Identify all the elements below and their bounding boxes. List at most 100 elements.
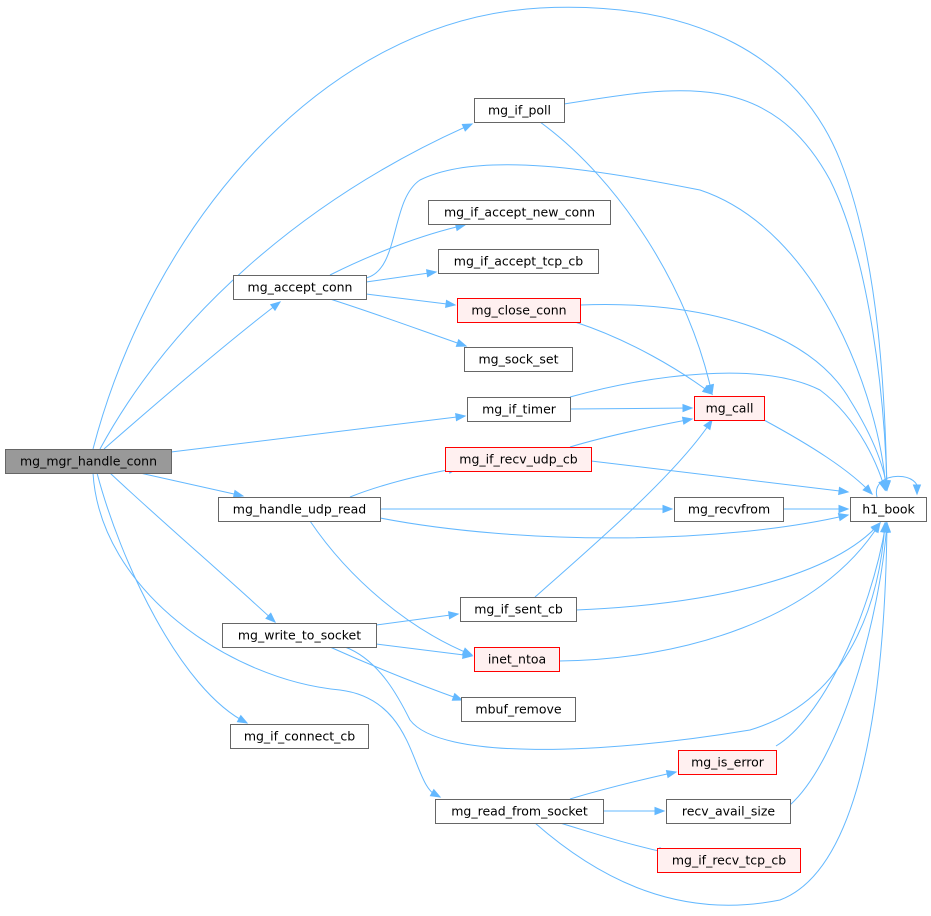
node-mg_if_timer[interactable]: mg_if_timer bbox=[467, 397, 571, 422]
edge-arrowhead-mg_write_to_socket-to-mbuf_remove bbox=[451, 692, 464, 701]
node-box-mg_if_poll[interactable] bbox=[474, 98, 565, 123]
node-h1_book[interactable]: h1_book bbox=[850, 497, 927, 522]
node-mg_if_connect_cb[interactable]: mg_if_connect_cb bbox=[230, 724, 369, 749]
edge-mg_handle_udp_read-to-mg_recvfrom bbox=[380, 504, 674, 514]
node-mg_is_error[interactable]: mg_is_error bbox=[678, 750, 777, 775]
edge-mg_write_to_socket-to-h1_book bbox=[344, 521, 889, 750]
edge-line-mg_accept_conn-to-mg_sock_set bbox=[329, 298, 467, 347]
edge-arrowhead-mg_mgr_handle_conn-to-mg_write_to_socket bbox=[265, 612, 277, 623]
node-box-mg_if_timer[interactable] bbox=[467, 397, 571, 422]
node-box-h1_book[interactable] bbox=[850, 497, 927, 522]
edge-mg_write_to_socket-to-mg_if_sent_cb bbox=[375, 611, 460, 626]
node-box-mg_if_sent_cb[interactable] bbox=[460, 597, 577, 622]
edge-line-mg_write_to_socket-to-mbuf_remove bbox=[329, 646, 463, 701]
node-box-mg_mgr_handle_conn[interactable] bbox=[5, 449, 172, 474]
edge-line-mg_mgr_handle_conn-to-mg_if_poll bbox=[99, 123, 473, 450]
node-box-mg_sock_set[interactable] bbox=[464, 347, 573, 372]
node-box-mg_read_from_socket[interactable] bbox=[435, 799, 604, 824]
edge-mg_mgr_handle_conn-to-mg_if_connect_cb bbox=[96, 472, 249, 724]
node-inet_ntoa[interactable]: inet_ntoa bbox=[474, 647, 560, 672]
node-label-mg_sock_set: mg_sock_set bbox=[479, 352, 559, 367]
node-mbuf_remove[interactable]: mbuf_remove bbox=[461, 697, 576, 722]
node-label-mbuf_remove: mbuf_remove bbox=[475, 702, 561, 717]
node-box-mg_is_error[interactable] bbox=[678, 750, 777, 775]
edge-line-mg_mgr_handle_conn-to-mg_if_timer bbox=[170, 415, 466, 453]
edge-arrowhead-mg_accept_conn-to-mg_sock_set bbox=[455, 338, 468, 347]
edge-line-mg_handle_udp_read-to-mg_if_recv_udp_cb bbox=[349, 467, 459, 498]
node-label-mg_if_sent_cb: mg_if_sent_cb bbox=[474, 602, 563, 617]
node-label-inet_ntoa: inet_ntoa bbox=[488, 652, 546, 667]
node-box-mg_if_connect_cb[interactable] bbox=[230, 724, 369, 749]
edge-mg_handle_udp_read-to-h1_book bbox=[379, 512, 850, 539]
edge-mg_is_error-to-h1_book bbox=[775, 521, 889, 747]
node-mg_read_from_socket[interactable]: mg_read_from_socket bbox=[435, 799, 604, 824]
node-label-mg_accept_conn: mg_accept_conn bbox=[248, 280, 353, 295]
edge-mg_write_to_socket-to-inet_ntoa bbox=[375, 643, 474, 660]
node-mg_handle_udp_read[interactable]: mg_handle_udp_read bbox=[218, 497, 381, 522]
edge-arrowhead-mg_accept_conn-to-mg_close_conn bbox=[445, 299, 457, 309]
edge-line-mg_mgr_handle_conn-to-h1_book bbox=[92, 6, 888, 491]
edge-arrowhead-mg_if_recv_udp_cb-to-mg_call bbox=[681, 416, 694, 425]
edge-arrowhead-mg_accept_conn-to-mg_if_accept_tcp_cb bbox=[425, 269, 438, 278]
edge-arrowhead-mg_read_from_socket-to-mg_is_error bbox=[665, 769, 678, 779]
node-box-mg_handle_udp_read[interactable] bbox=[218, 497, 381, 522]
edge-arrowhead-h1_book-to-h1_book bbox=[912, 484, 922, 496]
edge-line-mg_mgr_handle_conn-to-mg_handle_udp_read bbox=[139, 472, 244, 497]
node-mg_recvfrom[interactable]: mg_recvfrom bbox=[674, 497, 784, 522]
node-recv_avail_size[interactable]: recv_avail_size bbox=[666, 799, 791, 824]
node-label-mg_if_accept_tcp_cb: mg_if_accept_tcp_cb bbox=[454, 254, 583, 269]
node-box-mg_accept_conn[interactable] bbox=[233, 275, 367, 300]
node-box-mg_if_recv_udp_cb[interactable] bbox=[445, 447, 592, 472]
edge-line-mg_write_to_socket-to-inet_ntoa bbox=[375, 643, 473, 657]
edge-mg_read_from_socket-to-recv_avail_size bbox=[603, 806, 666, 816]
edge-line-mg_handle_udp_read-to-h1_book bbox=[379, 514, 849, 539]
node-label-mg_mgr_handle_conn: mg_mgr_handle_conn bbox=[20, 454, 157, 469]
node-box-mg_if_accept_tcp_cb[interactable] bbox=[438, 249, 599, 274]
node-mg_if_recv_tcp_cb[interactable]: mg_if_recv_tcp_cb bbox=[657, 848, 801, 873]
edge-line-mg_if_timer-to-h1_book bbox=[569, 372, 886, 491]
edge-line-inet_ntoa-to-h1_book bbox=[558, 522, 881, 662]
edge-line-mg_accept_conn-to-mg_close_conn bbox=[365, 293, 456, 306]
edge-arrowhead-mg_close_conn-to-mg_call bbox=[701, 384, 714, 395]
node-mg_sock_set[interactable]: mg_sock_set bbox=[464, 347, 573, 372]
edge-line-mg_if_poll-to-h1_book bbox=[563, 90, 888, 491]
edge-mg_read_from_socket-to-h1_book bbox=[534, 521, 892, 906]
node-box-mg_recvfrom[interactable] bbox=[674, 497, 784, 522]
edge-recv_avail_size-to-h1_book bbox=[789, 521, 891, 806]
node-box-mg_write_to_socket[interactable] bbox=[222, 623, 377, 648]
edge-arrowhead-mg_mgr_handle_conn-to-mg_handle_udp_read bbox=[232, 489, 245, 499]
edge-mg_if_recv_udp_cb-to-h1_book bbox=[590, 460, 850, 496]
node-box-mg_close_conn[interactable] bbox=[457, 298, 581, 323]
node-mg_call[interactable]: mg_call bbox=[694, 396, 765, 421]
node-box-mg_if_accept_new_conn[interactable] bbox=[428, 200, 611, 225]
node-label-mg_call: mg_call bbox=[706, 401, 754, 416]
edge-line-mg_mgr_handle_conn-to-mg_if_connect_cb bbox=[96, 472, 248, 724]
node-box-mg_call[interactable] bbox=[694, 396, 765, 421]
node-label-mg_close_conn: mg_close_conn bbox=[471, 303, 566, 318]
edge-mg_mgr_handle_conn-to-mg_if_timer bbox=[170, 412, 467, 453]
edge-arrowhead-recv_avail_size-to-h1_book bbox=[882, 521, 891, 533]
node-box-mbuf_remove[interactable] bbox=[461, 697, 576, 722]
node-mg_if_sent_cb[interactable]: mg_if_sent_cb bbox=[460, 597, 577, 622]
node-label-mg_if_timer: mg_if_timer bbox=[482, 402, 557, 417]
node-label-mg_read_from_socket: mg_read_from_socket bbox=[451, 804, 588, 819]
edge-line-mg_is_error-to-h1_book bbox=[775, 522, 887, 747]
node-box-recv_avail_size[interactable] bbox=[666, 799, 791, 824]
node-mg_if_accept_tcp_cb[interactable]: mg_if_accept_tcp_cb bbox=[438, 249, 599, 274]
node-mg_close_conn[interactable]: mg_close_conn bbox=[457, 298, 581, 323]
node-mg_if_recv_udp_cb[interactable]: mg_if_recv_udp_cb bbox=[445, 447, 592, 472]
edge-line-mg_if_poll-to-mg_call bbox=[539, 121, 713, 395]
node-mg_if_accept_new_conn[interactable]: mg_if_accept_new_conn bbox=[428, 200, 611, 225]
edge-line-mg_read_from_socket-to-h1_book bbox=[534, 522, 888, 906]
node-box-mg_if_recv_tcp_cb[interactable] bbox=[657, 848, 801, 873]
edge-arrowhead-mg_mgr_handle_conn-to-mg_if_poll bbox=[461, 123, 474, 132]
node-box-inet_ntoa[interactable] bbox=[474, 647, 560, 672]
edge-arrowhead-mg_read_from_socket-to-recv_avail_size bbox=[654, 806, 666, 816]
node-mg_mgr_handle_conn[interactable]: mg_mgr_handle_conn bbox=[5, 449, 172, 474]
node-mg_write_to_socket[interactable]: mg_write_to_socket bbox=[222, 623, 377, 648]
node-mg_accept_conn[interactable]: mg_accept_conn bbox=[233, 275, 367, 300]
node-label-mg_handle_udp_read: mg_handle_udp_read bbox=[233, 502, 366, 517]
edge-arrowhead-mg_if_recv_udp_cb-to-h1_book bbox=[838, 486, 850, 496]
node-mg_if_poll[interactable]: mg_if_poll bbox=[474, 98, 565, 123]
